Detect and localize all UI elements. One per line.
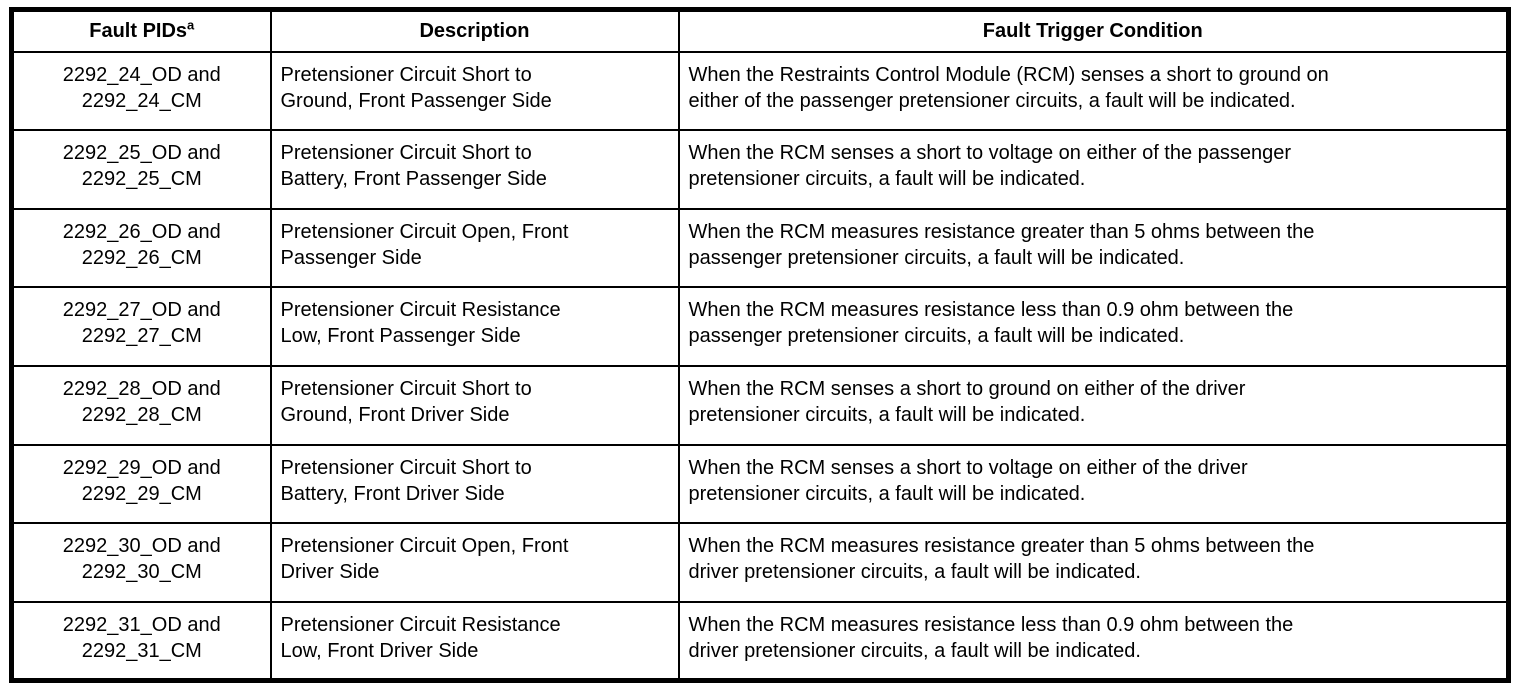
table-row: 2292_25_OD and 2292_25_CM Pretensioner C… bbox=[10, 129, 1510, 210]
header-description: Description bbox=[269, 8, 680, 53]
fault-pids-cell: 2292_27_OD and 2292_27_CM bbox=[10, 286, 272, 367]
footnote-marker: a bbox=[187, 17, 195, 33]
fault-pids-cell: 2292_26_OD and 2292_26_CM bbox=[10, 207, 272, 289]
table-row: 2292_30_OD and 2292_30_CM Pretensioner C… bbox=[10, 522, 1510, 603]
condition-cell: When the Restraints Control Module (RCM)… bbox=[677, 50, 1510, 132]
description-cell: Pretensioner Circuit Open, Front Passeng… bbox=[269, 207, 680, 289]
header-row: Fault PIDsa Description Fault Trigger Co… bbox=[10, 8, 1510, 53]
condition-cell: When the RCM senses a short to voltage o… bbox=[677, 129, 1510, 210]
condition-cell: When the RCM senses a short to voltage o… bbox=[677, 443, 1510, 525]
description-cell: Pretensioner Circuit Short to Battery, F… bbox=[269, 129, 680, 210]
fault-pids-cell: 2292_31_OD and 2292_31_CM bbox=[10, 600, 272, 682]
fault-pid-table: Fault PIDsa Description Fault Trigger Co… bbox=[9, 7, 1511, 683]
condition-cell: When the RCM measures resistance less th… bbox=[677, 286, 1510, 367]
condition-cell: When the RCM measures resistance greater… bbox=[677, 522, 1510, 603]
fault-pids-cell: 2292_25_OD and 2292_25_CM bbox=[10, 129, 272, 210]
header-fault-pids: Fault PIDsa bbox=[10, 8, 272, 53]
condition-cell: When the RCM senses a short to ground on… bbox=[677, 365, 1510, 446]
table-row: 2292_24_OD and 2292_24_CM Pretensioner C… bbox=[10, 50, 1510, 132]
table-row: 2292_27_OD and 2292_27_CM Pretensioner C… bbox=[10, 286, 1510, 367]
table-row: 2292_31_OD and 2292_31_CM Pretensioner C… bbox=[10, 600, 1510, 682]
description-cell: Pretensioner Circuit Short to Battery, F… bbox=[269, 443, 680, 525]
description-cell: Pretensioner Circuit Short to Ground, Fr… bbox=[269, 365, 680, 446]
table-row: 2292_28_OD and 2292_28_CM Pretensioner C… bbox=[10, 365, 1510, 446]
description-cell: Pretensioner Circuit Short to Ground, Fr… bbox=[269, 50, 680, 132]
table-row: 2292_26_OD and 2292_26_CM Pretensioner C… bbox=[10, 207, 1510, 289]
description-cell: Pretensioner Circuit Open, Front Driver … bbox=[269, 522, 680, 603]
fault-pids-cell: 2292_28_OD and 2292_28_CM bbox=[10, 365, 272, 446]
table-row: 2292_29_OD and 2292_29_CM Pretensioner C… bbox=[10, 443, 1510, 525]
description-cell: Pretensioner Circuit Resistance Low, Fro… bbox=[269, 286, 680, 367]
condition-cell: When the RCM measures resistance greater… bbox=[677, 207, 1510, 289]
header-fault-pids-label: Fault PIDs bbox=[89, 20, 188, 43]
fault-pids-cell: 2292_29_OD and 2292_29_CM bbox=[10, 443, 272, 525]
fault-pids-cell: 2292_30_OD and 2292_30_CM bbox=[10, 522, 272, 603]
condition-cell: When the RCM measures resistance less th… bbox=[677, 600, 1510, 682]
fault-pids-cell: 2292_24_OD and 2292_24_CM bbox=[10, 50, 272, 132]
description-cell: Pretensioner Circuit Resistance Low, Fro… bbox=[269, 600, 680, 682]
header-fault-trigger-condition: Fault Trigger Condition bbox=[677, 8, 1510, 53]
